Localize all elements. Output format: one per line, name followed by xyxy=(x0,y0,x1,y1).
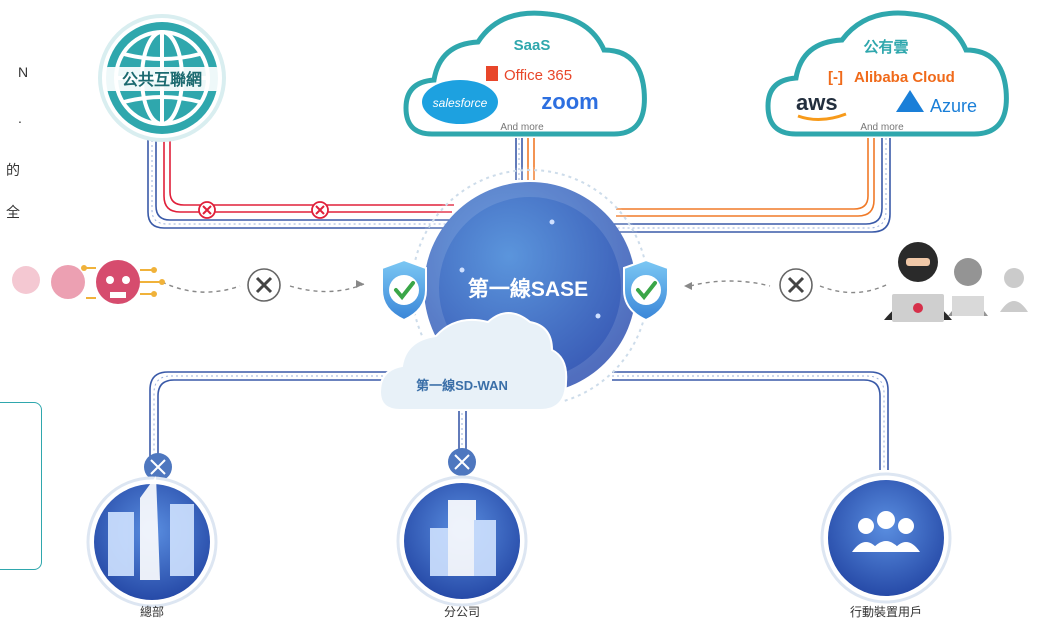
public-cloud: 公有雲 [-] Alibaba Cloud aws Azure And more xyxy=(765,10,1009,137)
sdwan-cloud: 第一線SD-WAN xyxy=(378,312,568,411)
alibaba-icon: [-] xyxy=(828,69,843,86)
office-icon xyxy=(486,66,498,81)
alibaba-label: Alibaba Cloud xyxy=(854,69,955,86)
threat-flow-lines xyxy=(161,280,889,294)
saas-title: SaaS xyxy=(514,37,551,54)
azure-icon xyxy=(896,90,924,112)
mobile-node: 行動裝置用戶 xyxy=(820,472,952,619)
aws-label: aws xyxy=(796,90,838,115)
shield-left-icon xyxy=(381,258,427,322)
saas-cloud: SaaS Office 365 salesforce zoom And more xyxy=(403,10,647,137)
text-fragment-4: 全 xyxy=(6,204,20,220)
block-x-left-icon xyxy=(247,268,281,302)
blue-connection-lines xyxy=(147,138,891,470)
salesforce-label: salesforce xyxy=(433,96,488,110)
office-label: Office 365 xyxy=(504,67,572,84)
hq-node: 總部 xyxy=(86,453,218,619)
block-x-right-icon xyxy=(779,268,813,302)
internet-label: 公共互聯網 xyxy=(122,70,202,89)
arrow-left-icon xyxy=(356,280,364,288)
info-box xyxy=(0,402,42,570)
red-blocked-line xyxy=(163,140,454,213)
block-marker-1 xyxy=(198,201,216,219)
text-fragment-1: N xyxy=(18,64,29,80)
cloud-title: 公有雲 xyxy=(863,38,908,56)
text-fragment-2: . xyxy=(18,110,22,126)
internet-globe: 公共互聯網 xyxy=(98,14,226,142)
aws-smile-icon xyxy=(797,112,847,121)
hq-label: 總部 xyxy=(140,604,164,619)
hacker-icons xyxy=(884,242,1028,322)
malware-skull-icons xyxy=(12,260,165,304)
arrow-right-icon xyxy=(684,282,692,290)
saas-more: And more xyxy=(500,122,544,133)
text-fragment-3: 的 xyxy=(6,162,20,178)
sase-label: 第一線SASE xyxy=(468,277,588,301)
mobile-label: 行動裝置用戶 xyxy=(850,605,922,619)
block-marker-2 xyxy=(311,201,329,219)
branch-node: 分公司 xyxy=(396,448,528,619)
branch-label: 分公司 xyxy=(444,605,480,619)
sdwan-label: 第一線SD-WAN xyxy=(416,378,508,393)
zoom-label: zoom xyxy=(541,89,598,114)
shield-right-icon xyxy=(623,258,669,322)
orange-cloud-lines xyxy=(527,138,875,217)
cloud-more: And more xyxy=(860,122,904,133)
salesforce-logo xyxy=(422,80,498,124)
azure-label: Azure xyxy=(930,96,977,116)
